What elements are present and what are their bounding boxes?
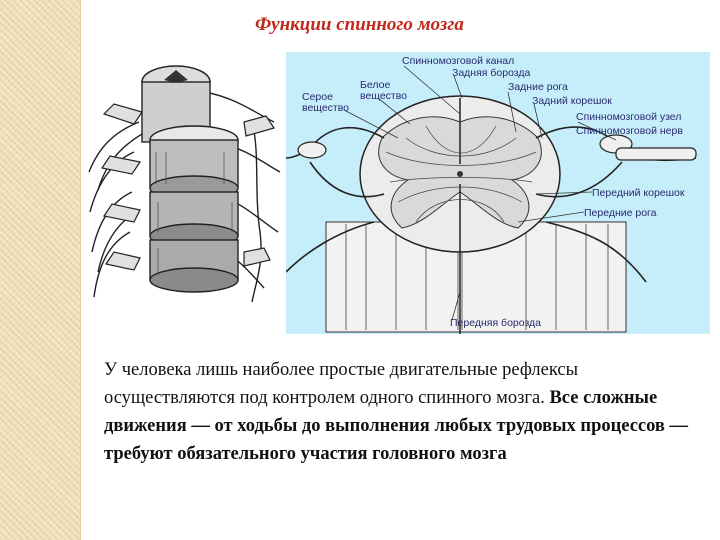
slide-body-text: У человека лишь наиболее простые двигате… [104,356,704,468]
label-anterior-fissure: Передняя борозда [450,317,542,329]
label-spinal-canal: Спинномозговой канал [402,55,515,67]
decorative-side-strip [0,0,81,540]
label-spinal-nerve: Спинномозговой нерв [576,125,683,137]
label-anterior-horns: Передние рога [584,207,657,219]
label-anterior-root: Передний корешок [592,187,685,199]
spinal-cord-cross-section-diagram: Спинномозговой канал Задняя борозда Бело… [286,52,710,334]
label-spinal-ganglion: Спинномозговой узел [576,111,682,123]
body-text-bold: Все сложные движения — от ходьбы до выпо… [104,388,689,464]
label-posterior-horns: Задние рога [508,81,568,93]
body-text-plain: У человека лишь наиболее простые двигате… [104,360,578,408]
label-posterior-root: Задний корешок [532,95,612,107]
label-posterior-sulcus: Задняя борозда [452,67,531,79]
label-gray-matter: Серое вещество [302,91,350,114]
spinal-column-illustration [84,52,284,324]
label-white-matter: Белое вещество [360,79,408,102]
slide-title: Функции спинного мозга [255,14,464,35]
